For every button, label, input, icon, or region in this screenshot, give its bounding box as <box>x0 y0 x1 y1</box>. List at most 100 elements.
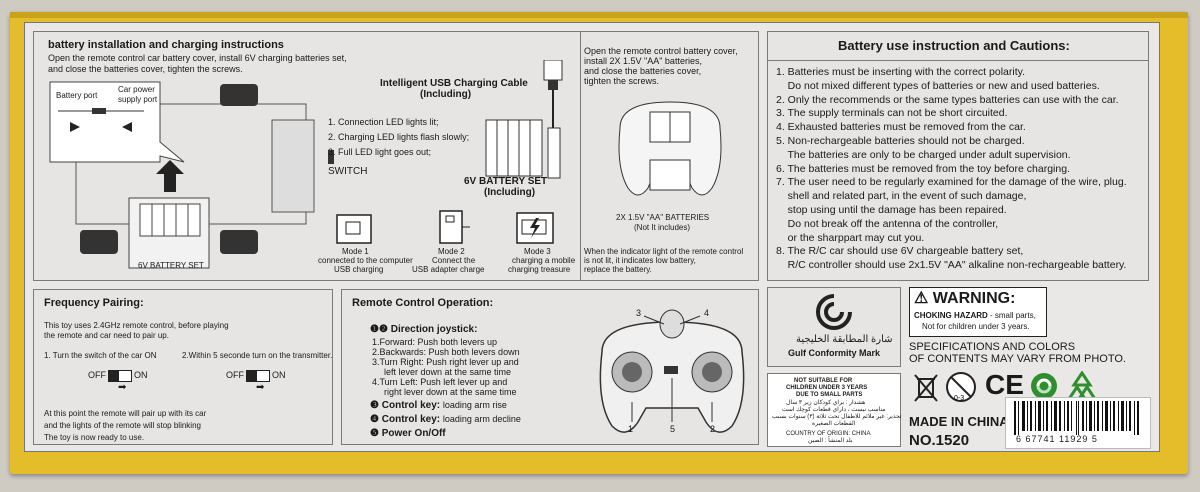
weee-bin-icon <box>914 374 938 402</box>
gcc-mark-box: شارة المطابقة الخليجية Gulf Conformity M… <box>767 287 901 367</box>
joystick-label: Direction joystick: <box>390 324 478 335</box>
spec-line1: SPECIFICATIONS AND COLORS <box>909 341 1076 353</box>
gcc-arabic: شارة المطابقة الخليجية <box>796 334 893 345</box>
car-battery-illustration <box>49 81 334 269</box>
joystick-right: 3.Turn Right: Push right lever up and <box>372 357 519 367</box>
remote-battery-line4: tighten the screws. <box>584 76 660 86</box>
green-dot-icon <box>1031 373 1057 399</box>
caution-line: 1. Batteries must be inserting with the … <box>776 66 1025 78</box>
ce-mark-icon: CE <box>985 369 1024 400</box>
age-box-l3: DUE TO SMALL PARTS <box>796 392 863 398</box>
caution-line: 2. Only the recommends or the same types… <box>776 93 1119 106</box>
warning-title: ⚠ WARNING: <box>914 290 1016 307</box>
tx-switch-off: OFF <box>226 370 244 380</box>
usb-cable-title: Intelligent USB Charging Cable <box>380 78 528 89</box>
age-box-ar1: هشدار : براي كودكان زير ۳ سال <box>786 400 866 406</box>
caution-line: 4. Exhausted batteries must be removed f… <box>776 121 1026 134</box>
caution-line: The batteries are only to be charged und… <box>776 148 1071 161</box>
aa-batteries-label: 2X 1.5V "AA" BATTERIES <box>616 213 710 222</box>
frequency-p1: This toy uses 2.4GHz remote control, bef… <box>44 321 229 330</box>
mode1-desc-b: USB charging <box>334 265 384 274</box>
led-step-2: 2. Charging LED lights flash slowly; <box>328 132 470 142</box>
remote-battery-line1: Open the remote control battery cover, <box>584 46 738 56</box>
gcc-logo-icon <box>816 294 852 330</box>
box-top-edge <box>10 12 1188 18</box>
computer-usb-icon <box>336 214 372 244</box>
warning-age: Not for children under 3 years. <box>922 322 1030 331</box>
caution-line: 7. The user need to be regularly examine… <box>776 176 1127 189</box>
caution-line: or the sharppart may cut you. <box>776 231 925 244</box>
tx-switch-on: ON <box>272 370 286 380</box>
remote-op-title: Remote Control Operation: <box>352 297 494 309</box>
car-switch-off: OFF <box>88 370 106 380</box>
barcode-bars-icon <box>1014 401 1139 435</box>
age-box-l1: NOT SUITABLE FOR <box>794 378 853 384</box>
switch-label: SWITCH <box>328 166 368 177</box>
cautions-title: Battery use instruction and Cautions: <box>838 38 1070 53</box>
gcc-label: Gulf Conformity Mark <box>788 348 881 358</box>
warning-hazard: CHOKING HAZARD - small parts, <box>914 311 1036 320</box>
age-box-ar3: تحذير: غير ملائم للاطفال تحت ثلاثة (٣) س… <box>772 414 902 420</box>
joystick-heading: ❶❷ Direction joystick: <box>370 324 478 335</box>
warning-box: ⚠ WARNING: CHOKING HAZARD - small parts,… <box>909 287 1047 337</box>
callout-3: 3 <box>636 308 642 318</box>
battery-port-label: Battery port <box>56 91 98 100</box>
battery-installation-section: battery installation and charging instru… <box>33 31 759 281</box>
joystick-backward: 2.Backwards: Push both levers down <box>372 347 520 357</box>
origin-label: COUNTRY OF ORIGIN: CHINA <box>786 431 871 437</box>
frequency-p5: The toy is now ready to use. <box>44 433 145 442</box>
mode1-title: Mode 1 <box>342 247 369 256</box>
remote-battery-line3: and close the batteries cover, <box>584 66 702 76</box>
barcode-number: 6 67741 11929 5 <box>1016 434 1098 444</box>
control-key-4: ❹ Control key: loading arm decline <box>370 414 521 425</box>
barcode: 6 67741 11929 5 <box>1005 397 1151 449</box>
power-bank-icon <box>516 212 554 244</box>
mode3-desc-b: charging treasure <box>508 265 571 274</box>
caution-line: stop using until the damage has been rep… <box>776 204 1007 216</box>
battery-install-line1: Open the remote control car battery cove… <box>48 53 347 63</box>
battery-install-line2: and close the batteries cover, tighten t… <box>48 64 243 74</box>
tx-switch-toggle <box>246 370 270 382</box>
pair-step-1: 1. Turn the switch of the car ON <box>44 351 157 360</box>
car-switch-toggle <box>108 370 132 382</box>
instruction-panel: battery installation and charging instru… <box>24 22 1160 452</box>
tx-switch-arrow-icon: ➡ <box>256 382 265 393</box>
frequency-p3: At this point the remote will pair up wi… <box>44 409 207 418</box>
joystick-left: 4.Turn Left: Push left lever up and <box>372 377 508 387</box>
battery-install-title: battery installation and charging instru… <box>48 39 284 51</box>
cautions-section: Battery use instruction and Cautions: 1.… <box>767 31 1149 281</box>
mode2-desc-a: Connect the <box>432 256 476 265</box>
mode3-title: Mode 3 <box>524 247 551 256</box>
joystick-left-b: right lever down at the same time <box>384 387 517 397</box>
frequency-p4: and the lights of the remote will stop b… <box>44 421 201 430</box>
usb-cable-including: (Including) <box>420 89 472 100</box>
column-divider <box>580 32 581 280</box>
joystick-forward: 1.Forward: Push both levers up <box>372 337 498 347</box>
caution-line: shell and related part, in the event of … <box>776 190 1027 203</box>
cautions-divider <box>768 60 1148 61</box>
charging-battery-set-including: (Including) <box>484 187 536 198</box>
caution-line: 5. Non-rechargeable batteries should not… <box>776 135 1025 147</box>
low-battery-line3: replace the battery. <box>584 265 652 274</box>
caution-line: 8. The R/C car should use 6V chargeable … <box>776 245 1024 258</box>
mode2-desc-b: USB adapter charge <box>412 265 485 274</box>
callout-4: 4 <box>704 308 710 318</box>
callout-1: 1 <box>628 424 634 434</box>
frequency-title: Frequency Pairing: <box>44 297 144 309</box>
callout-2: 2 <box>710 424 716 434</box>
age-box-ar2: مناسب نيست ، داراي قطعات كوچك است <box>782 407 886 413</box>
mode1-desc-a: connected to the computer <box>318 256 413 265</box>
remote-battery-line2: install 2X 1.5V "AA" batteries, <box>584 56 702 66</box>
aa-batteries-sub: (Not It includes) <box>634 223 691 232</box>
charging-battery-set-label: 6V BATTERY SET <box>464 176 548 187</box>
battery-pack-cable-icon <box>485 60 563 179</box>
power-key: ❺ Power On/Off <box>370 428 446 439</box>
callout-5: 5 <box>670 424 676 434</box>
usb-adapter-icon <box>439 210 470 244</box>
low-battery-line2: is not lit, it indicates low battery, <box>584 256 696 265</box>
warning-triangle-icon: ⚠ <box>914 290 929 307</box>
age-warning-box: NOT SUITABLE FOR CHILDREN UNDER 3 YEARS … <box>767 373 902 447</box>
car-battery-set-label: 6V BATTERY SET <box>138 261 204 270</box>
origin-arabic: بلد المنشأ : الصين <box>808 438 853 444</box>
age-restriction-icon: 0-3 <box>946 372 976 402</box>
